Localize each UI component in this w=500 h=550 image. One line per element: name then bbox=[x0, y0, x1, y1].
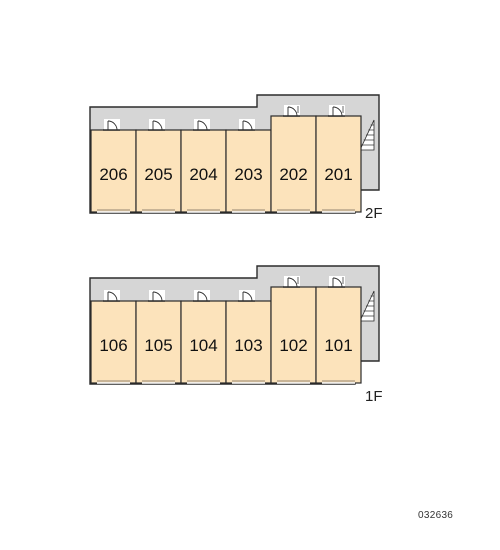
unit-104: 104 bbox=[180, 290, 227, 384]
door-swing-icon bbox=[283, 276, 300, 288]
floor-1f: 106 105 104 103 102 101 bbox=[89, 265, 380, 385]
unit-201: 201 bbox=[315, 105, 362, 213]
unit-room bbox=[90, 300, 137, 384]
unit-number: 206 bbox=[99, 165, 127, 184]
unit-102: 102 bbox=[270, 276, 317, 384]
door-swing-icon bbox=[103, 290, 120, 302]
door-swing-icon bbox=[148, 119, 165, 131]
door-swing-icon bbox=[148, 290, 165, 302]
unit-number: 103 bbox=[234, 336, 262, 355]
unit-number: 101 bbox=[324, 336, 352, 355]
unit-number: 104 bbox=[189, 336, 217, 355]
unit-room bbox=[315, 115, 362, 213]
floor-label-1f: 1F bbox=[365, 388, 383, 405]
unit-room bbox=[270, 115, 317, 213]
unit-room bbox=[315, 286, 362, 384]
unit-number: 201 bbox=[324, 165, 352, 184]
door-swing-icon bbox=[328, 105, 345, 117]
unit-number: 205 bbox=[144, 165, 172, 184]
unit-number: 202 bbox=[279, 165, 307, 184]
door-swing-icon bbox=[193, 119, 210, 131]
unit-room bbox=[135, 300, 182, 384]
unit-205: 205 bbox=[135, 119, 182, 213]
unit-204: 204 bbox=[180, 119, 227, 213]
unit-room bbox=[270, 286, 317, 384]
unit-101: 101 bbox=[315, 276, 362, 384]
unit-202: 202 bbox=[270, 105, 317, 213]
unit-106: 106 bbox=[90, 290, 137, 384]
unit-number: 106 bbox=[99, 336, 127, 355]
unit-105: 105 bbox=[135, 290, 182, 384]
door-swing-icon bbox=[103, 119, 120, 131]
door-swing-icon bbox=[193, 290, 210, 302]
unit-number: 102 bbox=[279, 336, 307, 355]
unit-203: 203 bbox=[225, 119, 272, 213]
unit-number: 203 bbox=[234, 165, 262, 184]
unit-number: 204 bbox=[189, 165, 217, 184]
floor-2f: 206 205 204 203 202 201 bbox=[89, 94, 380, 214]
staircase-icon bbox=[359, 119, 375, 151]
unit-number: 105 bbox=[144, 336, 172, 355]
staircase-icon bbox=[359, 290, 375, 322]
door-swing-icon bbox=[238, 119, 255, 131]
door-swing-icon bbox=[238, 290, 255, 302]
door-swing-icon bbox=[283, 105, 300, 117]
floor-label-2f: 2F bbox=[365, 205, 383, 222]
unit-206: 206 bbox=[90, 119, 137, 213]
unit-103: 103 bbox=[225, 290, 272, 384]
image-code: 032636 bbox=[418, 510, 454, 521]
door-swing-icon bbox=[328, 276, 345, 288]
